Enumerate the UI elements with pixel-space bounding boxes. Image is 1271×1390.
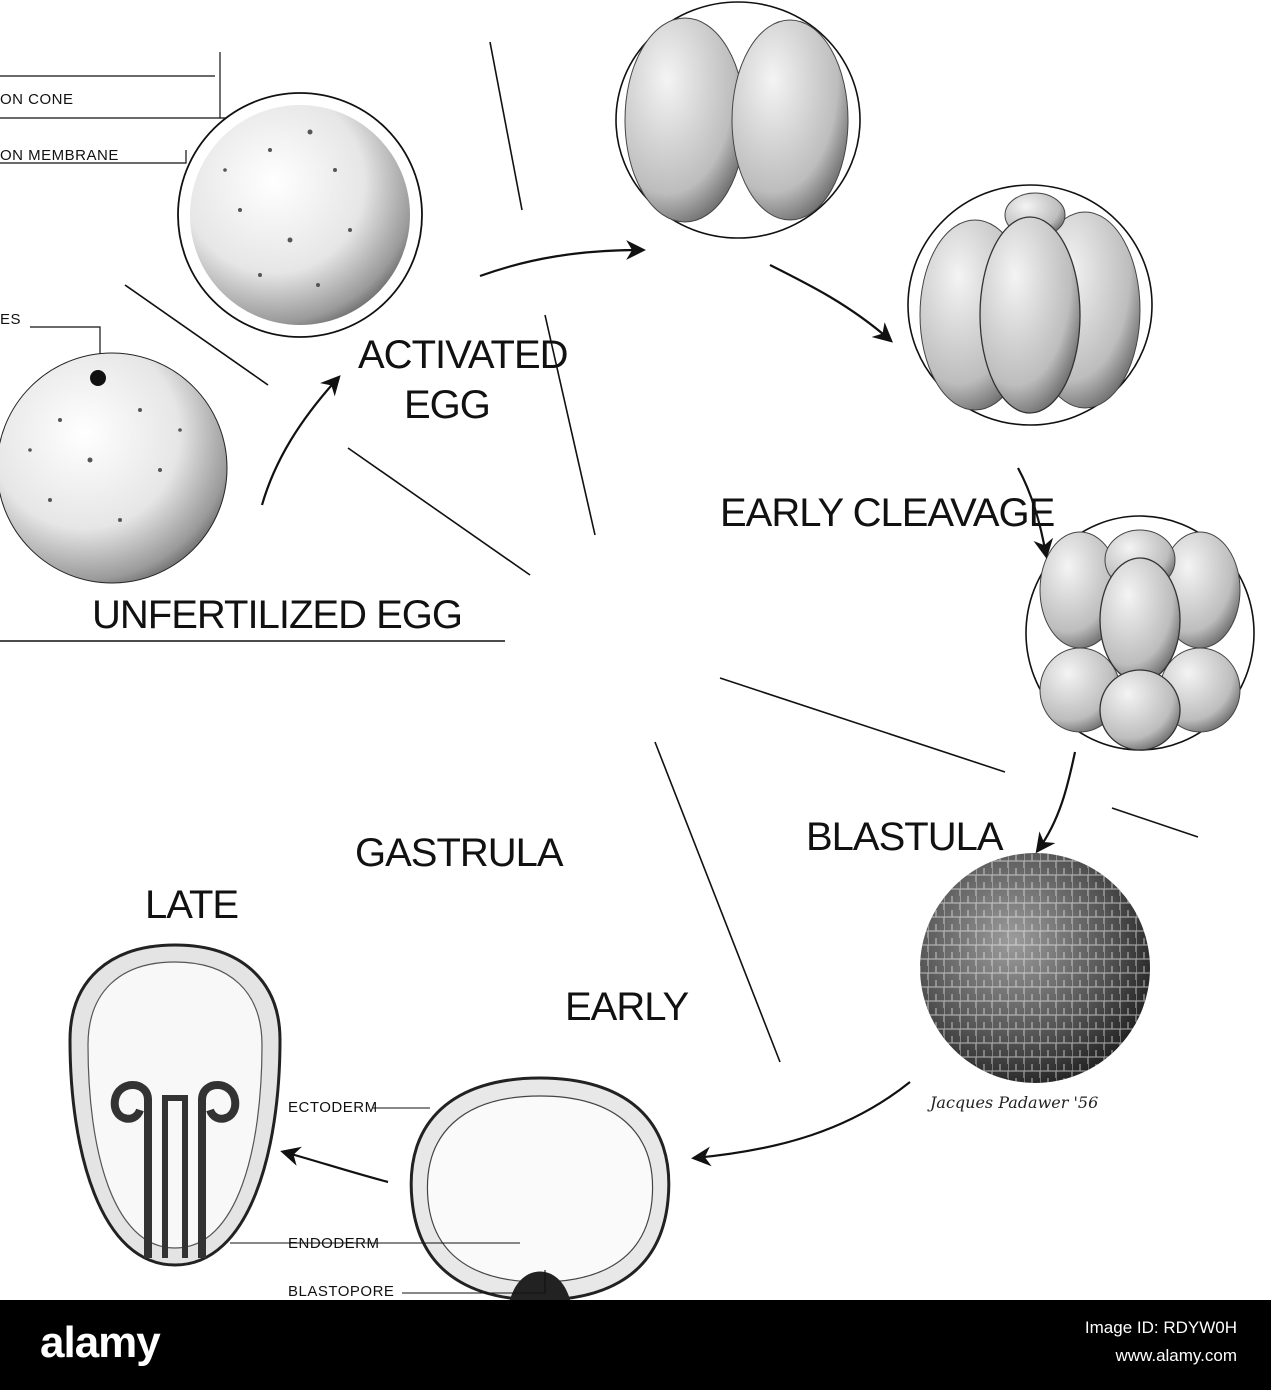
- label-late: LATE: [145, 883, 238, 927]
- diagram-labels: ON CONE ON MEMBRANE ES ACTIVATED EGG UNF…: [0, 91, 1098, 1300]
- sector-divider-lines: [0, 41, 1199, 1063]
- watermark-footer: alamy Image ID: RDYW0H www.alamy.com: [0, 1300, 1271, 1390]
- two-cell-stage: [615, 1, 861, 239]
- label-gastrula: GASTRULA: [355, 831, 564, 875]
- image-id-text: Image ID: RDYW0H: [1084, 1318, 1237, 1337]
- label-early: EARLY: [565, 985, 689, 1029]
- artist-signature: Jacques Padawer '56: [927, 1093, 1098, 1112]
- label-blastopore: BLASTOPORE: [288, 1283, 394, 1300]
- cycle-arrows: [260, 240, 1077, 1184]
- label-fertilization-membrane: ON MEMBRANE: [0, 147, 119, 164]
- label-ectoderm: ECTODERM: [288, 1099, 378, 1116]
- embryo-development-figure: ON CONE ON MEMBRANE ES ACTIVATED EGG UNF…: [0, 1, 1255, 1300]
- label-activated-egg-line2: EGG: [404, 383, 490, 427]
- activated-egg: [177, 92, 423, 338]
- site-url-text[interactable]: www.alamy.com: [1115, 1346, 1237, 1365]
- unfertilized-egg: [0, 352, 228, 584]
- label-early-cleavage: EARLY CLEAVAGE: [720, 491, 1054, 535]
- label-activated-egg-line1: ACTIVATED: [358, 333, 568, 377]
- eight-cell-stage: [1025, 515, 1255, 751]
- blastula: [920, 853, 1150, 1083]
- early-gastrula: [409, 1076, 671, 1300]
- label-blastula: BLASTULA: [806, 815, 1004, 859]
- development-cycle-diagram: ON CONE ON MEMBRANE ES ACTIVATED EGG UNF…: [0, 1, 1255, 1300]
- label-fertilization-cone: ON CONE: [0, 91, 74, 108]
- bottom-leader-lines: [230, 1107, 546, 1294]
- late-gastrula: [68, 943, 282, 1267]
- label-unfertilized-egg: UNFERTILIZED EGG: [92, 593, 462, 637]
- four-cell-stage: [907, 184, 1153, 426]
- label-granules: ES: [0, 311, 21, 328]
- brand-logo[interactable]: alamy: [40, 1318, 161, 1367]
